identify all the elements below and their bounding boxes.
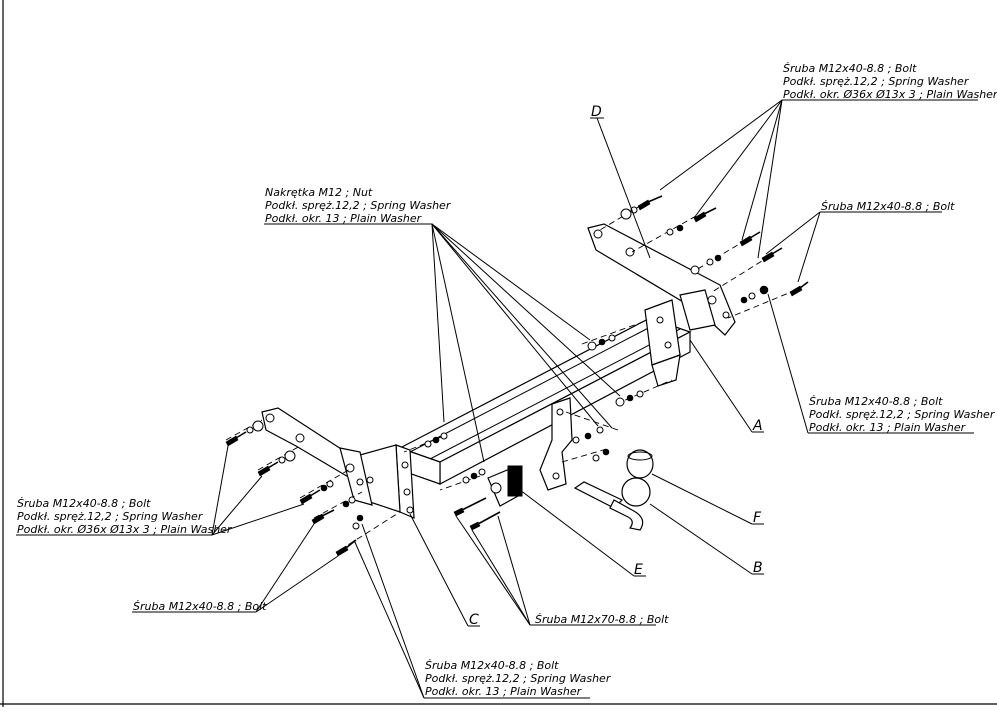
callout-bottom-center-line3: Podkł. okr. 13 ; Plain Washer <box>425 685 583 698</box>
bolt-right-2 <box>666 207 717 236</box>
side-bracket-left <box>261 407 373 506</box>
part-letter-c: C <box>469 612 479 628</box>
nut-group-bracket <box>572 426 610 462</box>
bolt-left-1 <box>225 420 264 447</box>
part-letters: A B C D E F <box>469 104 763 628</box>
end-plate-right <box>644 299 681 387</box>
callout-bottom-center-line1: Śruba M12x40-8.8 ; Bolt <box>425 659 559 672</box>
callout-bottom-center: Śruba M12x40-8.8 ; Bolt Podkł. spręż.12,… <box>425 659 612 698</box>
end-plate-left <box>359 444 415 519</box>
callout-bottom-bolt70: Śruba M12x70-8.8 ; Bolt <box>535 613 669 626</box>
callout-top-right-line3: Podkł. okr. Ø36x Ø13x 3 ; Plain Washer <box>783 88 997 101</box>
center-drop-bracket <box>539 397 573 491</box>
part-letter-d: D <box>591 104 602 120</box>
callout-left-bolt: Śruba M12x40-8.8 ; Bolt <box>133 600 267 613</box>
callout-top-right: Śruba M12x40-8.8 ; Bolt Podkł. spręż.12,… <box>783 62 997 101</box>
part-letter-a: A <box>752 418 763 434</box>
callout-center-nut-line2: Podkł. spręż.12,2 ; Spring Washer <box>265 199 452 212</box>
callout-left-mid-line1: Śruba M12x40-8.8 ; Bolt <box>17 497 151 510</box>
callout-right-bolt-line1: Śruba M12x40-8.8 ; Bolt <box>821 200 955 213</box>
leader-lines <box>16 99 978 699</box>
bolt-right-3 <box>706 231 761 266</box>
nut-group-upper <box>587 334 616 351</box>
tow-ball-cap <box>626 449 654 479</box>
callout-center-nut-line3: Podkł. okr. 13 ; Plain Washer <box>265 212 423 225</box>
callout-right-mid: Śruba M12x40-8.8 ; Bolt Podkł. spręż.12,… <box>809 395 996 434</box>
bolt-right-5 <box>740 281 809 304</box>
assembly-centerlines <box>225 205 797 551</box>
bolt-left-2 <box>257 450 296 477</box>
bolt-left-5 <box>335 514 364 557</box>
part-letter-b: B <box>753 560 763 576</box>
socket-plate <box>487 465 523 507</box>
callout-right-mid-line3: Podkł. okr. 13 ; Plain Washer <box>809 421 967 434</box>
nut-group-center <box>462 468 486 484</box>
fasteners <box>225 195 809 557</box>
bolt-left-4 <box>311 496 356 525</box>
bolt-right-1 <box>620 195 663 220</box>
callout-top-right-line1: Śruba M12x40-8.8 ; Bolt <box>783 62 917 75</box>
side-bracket-right <box>587 223 736 336</box>
callout-left-mid: Śruba M12x40-8.8 ; Bolt Podkł. spręż.12,… <box>17 497 233 536</box>
callout-right-mid-line1: Śruba M12x40-8.8 ; Bolt <box>809 395 943 408</box>
bolt-70-2 <box>469 511 501 531</box>
tow-ball-neck <box>573 477 651 531</box>
callout-left-mid-line3: Podkł. okr. Ø36x Ø13x 3 ; Plain Washer <box>17 523 233 536</box>
part-letter-f: F <box>753 510 762 526</box>
callout-center-nut-line1: Nakrętka M12 ; Nut <box>265 186 373 199</box>
callout-right-bolt: Śruba M12x40-8.8 ; Bolt <box>821 200 955 213</box>
callout-right-mid-line2: Podkł. spręż.12,2 ; Spring Washer <box>809 408 996 421</box>
callout-top-right-line2: Podkł. spręż.12,2 ; Spring Washer <box>783 75 970 88</box>
nut-group-lower <box>615 390 644 407</box>
nut-group-left <box>424 432 448 448</box>
callout-bottom-bolt70-line1: Śruba M12x70-8.8 ; Bolt <box>535 613 669 626</box>
callout-center-nut: Nakrętka M12 ; Nut Podkł. spręż.12,2 ; S… <box>265 186 452 225</box>
callout-left-mid-line2: Podkł. spręż.12,2 ; Spring Washer <box>17 510 204 523</box>
part-letter-e: E <box>634 562 643 578</box>
bolt-right-4 <box>761 247 783 263</box>
callout-left-bolt-line1: Śruba M12x40-8.8 ; Bolt <box>133 600 267 613</box>
callout-bottom-center-line2: Podkł. spręż.12,2 ; Spring Washer <box>425 672 612 685</box>
bolt-70-1 <box>453 497 487 517</box>
bolt-left-3 <box>299 480 334 505</box>
